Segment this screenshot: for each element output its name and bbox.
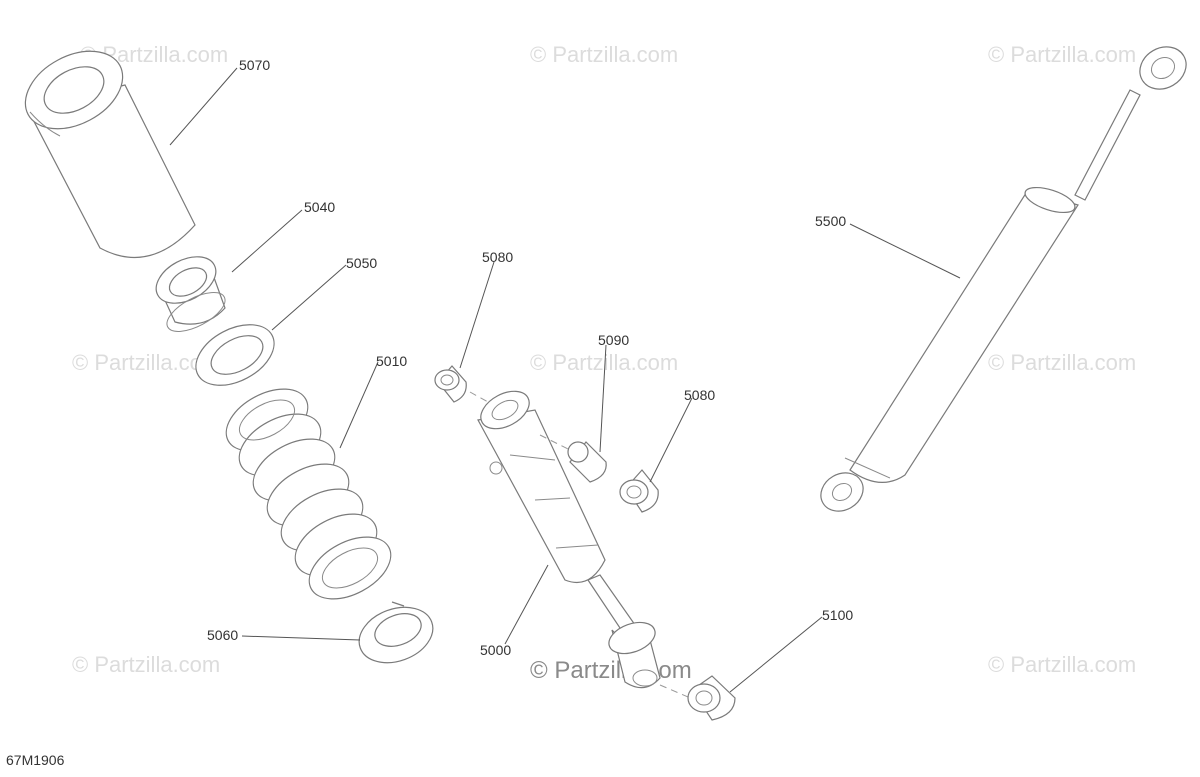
leader-5040: [231, 209, 303, 273]
watermark: © Partzilla.com: [72, 652, 220, 677]
leader-5500: [849, 223, 961, 279]
leader-5070: [169, 67, 238, 146]
callout-5010: 5010: [376, 353, 407, 369]
watermark: © Partzilla.com: [72, 350, 220, 375]
part-5500-shock-assembly[interactable]: [814, 39, 1194, 519]
callout-5080-right: 5080: [684, 387, 715, 403]
watermark: © Partzilla.com: [530, 42, 678, 67]
watermark: © Partzilla.com: [988, 42, 1136, 67]
callout-5500: 5500: [815, 213, 846, 229]
leader-5000: [504, 564, 549, 645]
leader-5080-right: [649, 397, 693, 483]
callout-5050: 5050: [346, 255, 377, 271]
part-5000-shock-absorber[interactable]: [469, 384, 696, 701]
callout-5100: 5100: [822, 607, 853, 623]
leader-5080-left: [459, 261, 495, 369]
watermark-main: © Partzilla.com: [530, 657, 692, 684]
watermark: © Partzilla.com: [988, 350, 1136, 375]
leader-5090: [599, 344, 607, 453]
leader-5100: [729, 616, 823, 693]
part-5050-washer[interactable]: [186, 312, 285, 397]
callout-5000: 5000: [480, 642, 511, 658]
callout-5060: 5060: [207, 627, 238, 643]
part-5100-bushing[interactable]: [687, 675, 736, 721]
part-5060-collar[interactable]: [351, 598, 440, 673]
leader-5050: [271, 264, 347, 331]
watermark: © Partzilla.com: [988, 652, 1136, 677]
part-5040-retainer[interactable]: [148, 247, 230, 339]
diagram-code: 67M1906: [6, 752, 65, 768]
part-5080-bushing-right[interactable]: [619, 469, 659, 513]
leader-5060: [241, 635, 361, 641]
part-5010-spring[interactable]: [216, 376, 401, 611]
part-5070-boot[interactable]: [12, 36, 196, 259]
callout-5040: 5040: [304, 199, 335, 215]
callout-5090: 5090: [598, 332, 629, 348]
leader-5010: [339, 361, 379, 449]
part-5080-bushing-left[interactable]: [434, 365, 467, 403]
callout-5070: 5070: [239, 57, 270, 73]
callout-5080-left: 5080: [482, 249, 513, 265]
part-5090-sleeve[interactable]: [567, 441, 607, 483]
